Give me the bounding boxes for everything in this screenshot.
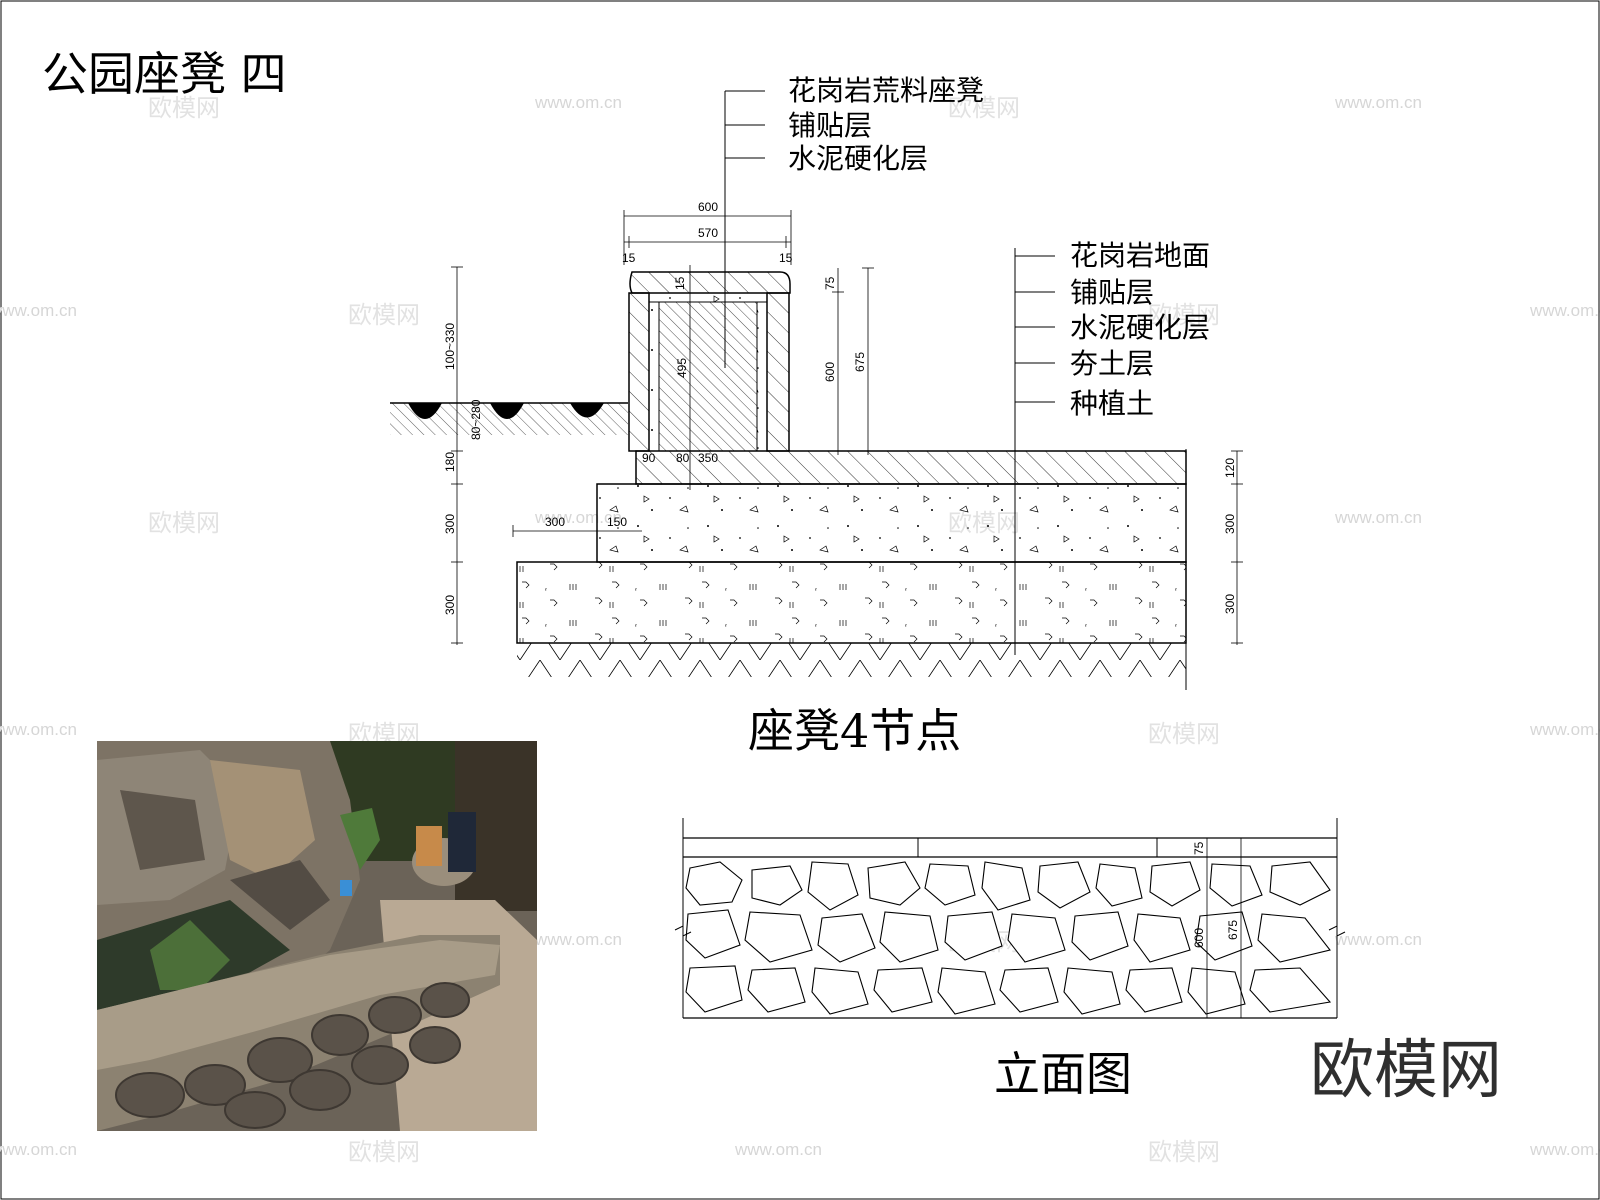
watermark-cn: 欧模网 <box>348 301 420 329</box>
dimension-label: 75 <box>1192 841 1206 855</box>
watermark-cn: 欧模网 <box>148 94 220 122</box>
dimension-label: 600 <box>823 362 837 382</box>
watermark-url: www.om.cn <box>1334 508 1422 527</box>
watermark-url: www.om.cn <box>534 93 622 112</box>
dimension-label: 90 <box>642 451 656 465</box>
bench-layer-label: 铺贴层 <box>788 109 872 142</box>
watermark-url: www.om.cn <box>1334 93 1422 112</box>
watermark-url: www.om.cn <box>1334 930 1422 949</box>
dimension-label: 675 <box>1226 920 1240 940</box>
section-title: 座凳4节点 <box>748 704 961 758</box>
dimension-label: 300 <box>545 515 565 529</box>
ground-layer-label: 水泥硬化层 <box>1070 311 1210 344</box>
watermark-cn: 欧模网 <box>1148 1138 1220 1166</box>
watermark-cn: 欧模网 <box>1148 301 1220 329</box>
dimension-label: 570 <box>698 226 718 240</box>
dimension-label: 600 <box>1192 928 1206 948</box>
dimension-label: 15 <box>622 251 636 265</box>
brand-logo: 欧模网 <box>1310 1034 1502 1108</box>
watermark-url: www.om.cn <box>0 720 77 739</box>
bench-elevation: 75 600 675 <box>674 818 1346 1019</box>
dimension-label: 180 <box>443 452 457 472</box>
ground-layer-label: 夯土层 <box>1070 347 1154 380</box>
watermark-url: www.om.cn <box>534 930 622 949</box>
watermark-cn: 欧模网 <box>348 1138 420 1166</box>
watermark-url: www.om.cn <box>0 1140 77 1159</box>
dimension-label: 120 <box>1223 458 1237 478</box>
ground-layer-label: 花岗岩地面 <box>1070 239 1210 272</box>
dimension-label: 80 <box>676 451 690 465</box>
ground-layer-label: 铺贴层 <box>1070 276 1154 309</box>
dimension-label: 100~330 <box>443 323 457 370</box>
dimension-label: 300 <box>443 595 457 615</box>
watermark-url: www.om.cn <box>1529 720 1600 739</box>
dimension-label: 300 <box>1223 514 1237 534</box>
watermark-url: www.om.cn <box>734 1140 822 1159</box>
elevation-title: 立面图 <box>994 1047 1132 1101</box>
ground-layer-label: 种植土 <box>1070 387 1154 420</box>
sheet-title: 公园座凳 四 <box>42 47 287 101</box>
watermark-url: www.om.cn <box>1529 1140 1600 1159</box>
dimension-label: 350 <box>698 451 718 465</box>
dimension-label: 150 <box>607 515 627 529</box>
bench-section-detail: 花岗岩荒料座凳 铺贴层 水泥硬化层 600 570 15 15 15 495 7… <box>390 74 1243 690</box>
watermark-cn: 欧模网 <box>1148 720 1220 748</box>
bench-layer-label: 水泥硬化层 <box>788 142 928 175</box>
dimension-label: 300 <box>1223 594 1237 614</box>
rock-seating-wall-photo <box>97 741 537 1131</box>
watermark-url: www.om.cn <box>1529 301 1600 320</box>
bench-layer-label: 花岗岩荒料座凳 <box>788 74 984 107</box>
dimension-label: 75 <box>823 276 837 290</box>
dimension-label: 15 <box>673 276 687 290</box>
dimension-label: 675 <box>853 352 867 372</box>
watermark-cn: 欧模网 <box>948 94 1020 122</box>
dimension-label: 15 <box>779 251 793 265</box>
watermark-cn: 欧模网 <box>148 509 220 537</box>
dimension-label: 300 <box>443 514 457 534</box>
dimension-label: 80~280 <box>469 399 483 440</box>
dimension-label: 600 <box>698 200 718 214</box>
watermark-url: www.om.cn <box>0 301 77 320</box>
dimension-label: 495 <box>675 358 689 378</box>
